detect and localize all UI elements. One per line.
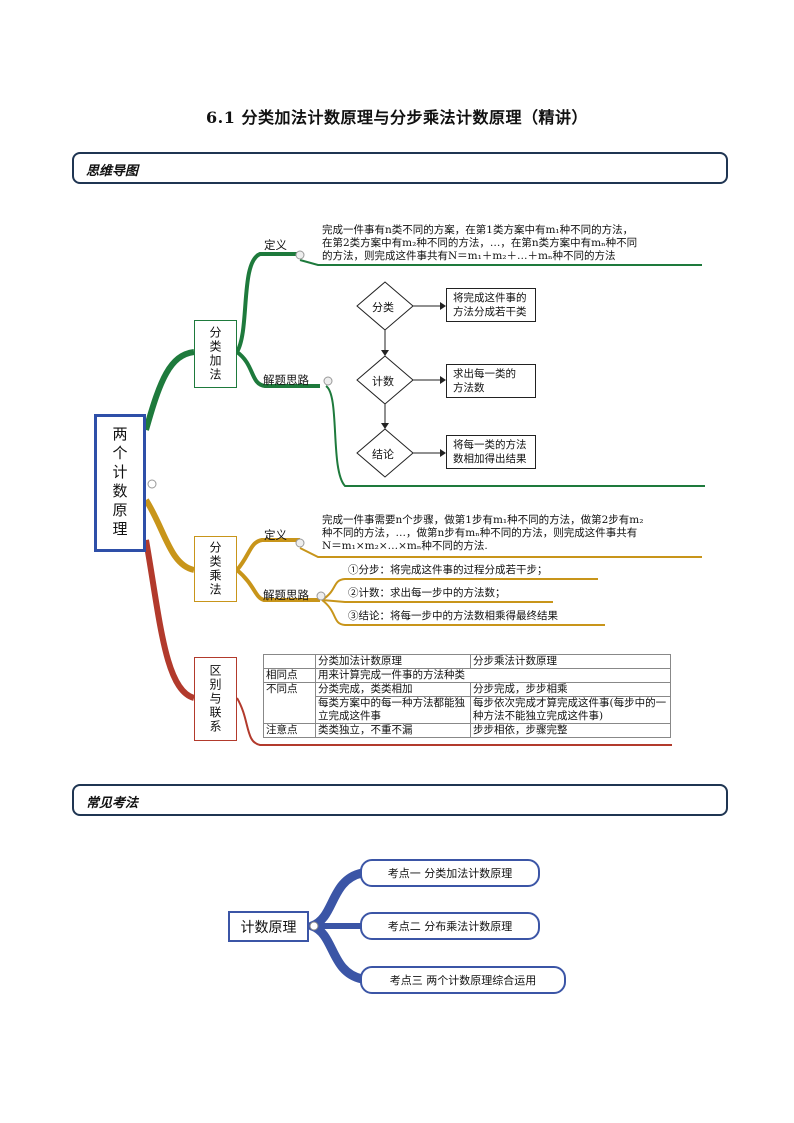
table-row: 相同点 用来计算完成一件事的方法种类 [263, 668, 671, 683]
mul-def-text: 完成一件事需要n个步骤，做第1步有m₁种不同的方法，做第2步有m₂ 种不同的方法… [322, 514, 643, 553]
table-cell: 每类方案中的每一种方法都能独立完成这件事 [315, 696, 471, 724]
exam-item-3-label: 考点三 两个计数原理综合运用 [389, 974, 537, 987]
exam-root-node: 计数原理 [228, 911, 309, 942]
section-title-exam: 常见考法 [86, 796, 139, 811]
flow-desc-1: 将完成这件事的 方法分成若干类 [446, 288, 536, 322]
exam-item-2-label: 考点二 分布乘法计数原理 [387, 920, 513, 933]
section-title-mindmap: 思维导图 [86, 164, 139, 179]
mul-def-line-3: N＝m₁×m₂×…×mₙ种不同的方法. [322, 540, 488, 552]
table-cell: 分类加法计数原理 [315, 654, 471, 669]
flow-desc-3: 将每一类的方法 数相加得出结果 [446, 435, 536, 469]
flow-step-1: 分类 [372, 301, 394, 314]
node-add: 分类加法 [194, 320, 237, 388]
table-cell: 步步相依，步骤完整 [470, 723, 671, 738]
table-cell: 用来计算完成一件事的方法种类 [315, 668, 671, 683]
exam-item-1-label: 考点一 分类加法计数原理 [387, 867, 513, 880]
exam-branches [307, 868, 367, 984]
page-title: 6.1 分类加法计数原理与分步乘法计数原理（精讲） [206, 108, 588, 127]
add-def-line-1: 完成一件事有n类不同的方案，在第1类方案中有m₁种不同的方法， [322, 224, 634, 236]
mul-def-label: 定义 [264, 528, 287, 542]
exam-item-1: 考点一 分类加法计数原理 [360, 859, 540, 887]
mul-step-3: ③结论：将每一步中的方法数相乘得最终结果 [348, 610, 558, 622]
exam-item-3: 考点三 两个计数原理综合运用 [360, 966, 566, 994]
table-cell: 每步依次完成才算完成这件事(每步中的一种方法不能独立完成这件事) [470, 696, 671, 724]
add-def-label: 定义 [264, 238, 287, 252]
section-bar-mindmap [72, 152, 728, 184]
node-add-label: 分类加法 [208, 326, 222, 382]
add-idea-label: 解题思路 [263, 373, 309, 387]
section-bar-exam [72, 784, 728, 816]
node-mul: 分类乘法 [194, 536, 237, 602]
table-cell [263, 654, 316, 669]
compare-table: 分类加法计数原理 分步乘法计数原理 相同点 用来计算完成一件事的方法种类 不同点… [263, 654, 671, 738]
table-cell: 不同点 [263, 682, 316, 724]
root-node: 两个计数原理 [94, 414, 146, 552]
mul-def-line-2: 种不同的方法，…，做第n步有mₙ种不同的方法，则完成这件事共有 [322, 527, 638, 539]
flow-desc-1-a: 将完成这件事的 [453, 292, 527, 304]
flow-step-3: 结论 [372, 448, 394, 461]
flow-desc-3-a: 将每一类的方法 [453, 439, 527, 451]
table-row: 注意点 类类独立，不重不漏 步步相依，步骤完整 [263, 723, 671, 738]
mul-step-1: ①分步：将完成这件事的过程分成若干步； [348, 564, 548, 576]
exam-item-2: 考点二 分布乘法计数原理 [360, 912, 540, 940]
add-def-line-3: 的方法，则完成这件事共有N＝m₁＋m₂＋…＋mₙ种不同的方法 [322, 250, 616, 262]
mul-idea-label: 解题思路 [263, 588, 309, 602]
exam-root-label: 计数原理 [240, 919, 297, 936]
add-def-line-2: 在第2类方案中有m₂种不同的方法，…，在第n类方案中有mₙ种不同 [322, 237, 638, 249]
table-row: 不同点 分类完成，类类相加 分步完成，步步相乘 [263, 682, 671, 724]
mindmap-lines [143, 250, 705, 746]
node-diff: 区别与联系 [194, 657, 237, 741]
table-cell: 相同点 [263, 668, 316, 683]
table-cell: 分类完成，类类相加 [315, 682, 471, 697]
table-cell: 类类独立，不重不漏 [315, 723, 471, 738]
table-row: 每类方案中的每一种方法都能独立完成这件事 每步依次完成才算完成这件事(每步中的一… [264, 696, 671, 724]
flow-desc-2: 求出每一类的 方法数 [446, 364, 536, 398]
flow-desc-3-b: 数相加得出结果 [453, 453, 527, 465]
node-diff-label: 区别与联系 [208, 664, 222, 734]
flow-desc-2-a: 求出每一类的 [453, 368, 516, 380]
table-row: 分类加法计数原理 分步乘法计数原理 [263, 654, 671, 669]
table-cell: 注意点 [263, 723, 316, 738]
mul-step-2: ②计数：求出每一步中的方法数； [348, 587, 506, 599]
flow-step-2: 计数 [372, 375, 394, 388]
flow-desc-1-b: 方法分成若干类 [453, 306, 527, 318]
table-cell: 分步乘法计数原理 [470, 654, 671, 669]
node-mul-label: 分类乘法 [208, 541, 222, 597]
add-def-text: 完成一件事有n类不同的方案，在第1类方案中有m₁种不同的方法， 在第2类方案中有… [322, 224, 637, 263]
root-label: 两个计数原理 [110, 426, 129, 540]
flow-desc-2-b: 方法数 [453, 382, 485, 394]
mul-def-line-1: 完成一件事需要n个步骤，做第1步有m₁种不同的方法，做第2步有m₂ [322, 514, 644, 526]
table-cell: 分步完成，步步相乘 [470, 682, 671, 697]
